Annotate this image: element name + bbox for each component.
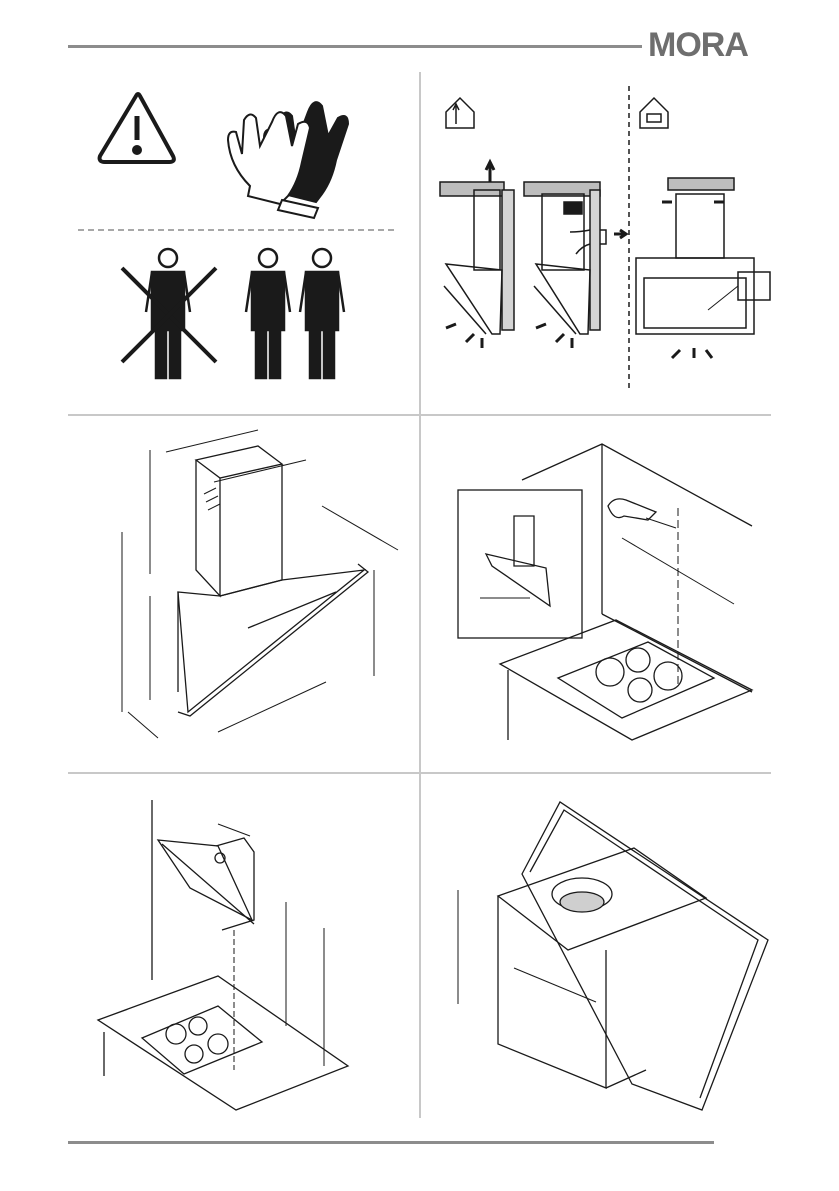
measurement-lines: [622, 508, 734, 688]
dimension-lines: [218, 824, 324, 1070]
header-rule: [68, 45, 642, 48]
one-person-crossed-icon: [122, 249, 216, 378]
footer-rule: [68, 1141, 714, 1144]
inset-hood-detail: [458, 490, 582, 638]
recirculation-hood-drawing: [636, 178, 770, 358]
wall-marking-diagram-panel: [422, 420, 772, 766]
safety-panel: [68, 72, 418, 412]
wall-and-hood: [152, 800, 254, 980]
two-persons-icon: [246, 249, 344, 378]
hood-body-shape: [178, 564, 368, 716]
room-corner: [522, 444, 752, 692]
horizontal-divider-1: [68, 414, 771, 416]
warning-triangle-icon: [100, 94, 174, 162]
mounting-height-diagram-panel: [68, 780, 418, 1120]
hand-marking-icon: [608, 499, 676, 528]
recirculation-house-icon: [640, 98, 668, 128]
glass-panel: [522, 802, 768, 1110]
brand-logo: MORA: [648, 28, 774, 62]
exhaust-house-icon: [446, 98, 474, 128]
countertop-hob: [98, 976, 348, 1110]
exhaust-collar: [552, 878, 612, 912]
dimensions-diagram-panel: [68, 420, 418, 766]
hood-underside-diagram-panel: [422, 780, 772, 1120]
vertical-divider: [419, 72, 421, 1118]
horizontal-divider-2: [68, 772, 771, 774]
exhaust-hood-drawing: [440, 162, 514, 348]
gloves-icon: [228, 102, 348, 218]
dimension-lines: [122, 430, 398, 738]
operation-modes-panel: [422, 72, 772, 412]
exhaust-hood-side-drawing: [524, 182, 626, 348]
